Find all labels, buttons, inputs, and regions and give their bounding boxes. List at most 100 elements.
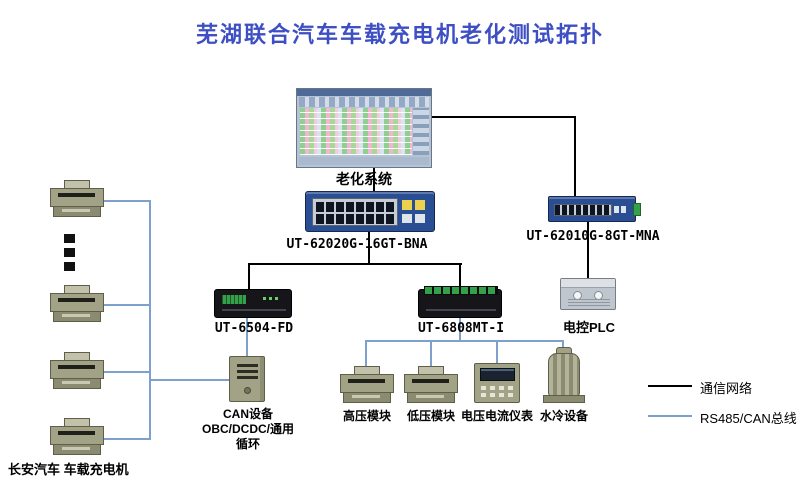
screenshot-toolbar — [299, 97, 429, 107]
meter-label: 电压电流仪表 — [460, 409, 533, 423]
ellipsis-dot — [64, 234, 75, 243]
switch-16gt-sfp-ports — [402, 214, 426, 223]
charger-body — [50, 360, 104, 379]
link-aging-switch8-v — [574, 116, 576, 197]
ellipsis-dot — [64, 262, 75, 271]
charger-slot — [58, 431, 95, 435]
screenshot-data-grid — [300, 108, 412, 155]
diagram-title: 芜湖联合汽车车载充电机老化测试拓扑 — [195, 22, 604, 47]
charger-body — [50, 426, 104, 445]
charger-device-2 — [50, 285, 104, 325]
link-branch-ut6808 — [459, 263, 461, 290]
charger-slot — [58, 193, 95, 197]
legend-comm-line-sample — [648, 385, 692, 387]
bus-charger-1-stub — [104, 200, 150, 202]
lv-module-device — [404, 366, 458, 406]
hv-module-label: 高压模块 — [342, 409, 391, 423]
charger-device-3 — [50, 352, 104, 392]
plc-device — [560, 278, 616, 310]
link-aging-switch16 — [373, 168, 375, 192]
aging-system-label: 老化系统 — [336, 171, 392, 187]
plc-label: 电控PLC — [562, 320, 615, 335]
chargers-label: 长安汽车 车载充电机 — [8, 462, 129, 477]
charger-tray — [62, 209, 90, 212]
bus-charger-2-stub — [104, 304, 150, 306]
switch-16gt-uplink-ports — [402, 200, 426, 210]
plc-vents — [568, 299, 610, 306]
cooling-device — [548, 353, 580, 396]
charger-device-1 — [50, 180, 104, 220]
bus-ut6808-branch-h — [365, 340, 564, 342]
screenshot-titlebar — [297, 89, 431, 96]
bus-chargers-trunk — [149, 200, 151, 440]
module-slot — [348, 379, 385, 383]
charger-body — [50, 188, 104, 207]
ut6808-stripe — [426, 309, 496, 311]
switch-8gt-device — [548, 196, 641, 222]
charger-slot — [58, 365, 95, 369]
charger-body — [50, 293, 104, 312]
can-device-label-line3: 循环 — [235, 437, 260, 451]
hv-module-device — [340, 366, 394, 406]
ellipsis-dot — [64, 248, 75, 257]
bus-charger-4-stub — [104, 438, 150, 440]
tower-power-button — [244, 387, 251, 394]
meter-keys — [481, 386, 514, 390]
bus-ut6504-can-device — [246, 318, 248, 357]
screenshot-side-panel — [413, 108, 429, 155]
link-switch16-branch-h — [248, 263, 462, 265]
can-device-label: CAN设备 OBC/DCDC/通用 循环 — [193, 407, 303, 452]
meter-screen — [480, 368, 515, 381]
ut6808-device — [418, 286, 502, 318]
tower-slot — [237, 370, 258, 373]
switch-16gt-device — [305, 191, 435, 232]
can-device-label-line1: CAN设备 — [223, 407, 273, 421]
module-tray — [352, 395, 380, 398]
bus-branch-cooling — [562, 340, 564, 349]
ut6808-terminal-strip — [424, 286, 498, 295]
bus-branch-meter — [496, 340, 498, 363]
tower-slot — [237, 376, 258, 379]
can-device-label-line2: OBC/DCDC/通用 — [202, 422, 294, 436]
module-tray — [416, 395, 444, 398]
link-branch-ut6504 — [248, 263, 250, 290]
cooling-label: 水冷设备 — [539, 409, 588, 423]
meter-device — [474, 363, 520, 403]
cooling-base — [543, 395, 585, 403]
switch-16gt-ports-row1 — [316, 202, 394, 212]
bus-branch-lv-module — [430, 340, 432, 367]
legend-bus-label: RS485/CAN总线 — [700, 411, 797, 426]
switch-16gt-ports-row2 — [316, 214, 394, 224]
switch-16gt-port-panel — [312, 198, 398, 226]
meter-keys — [481, 393, 514, 397]
switch-8gt-leds — [614, 206, 626, 213]
charger-slot — [58, 298, 95, 302]
switch-16gt-label: UT-62020G-16GT-BNA — [286, 237, 428, 252]
module-body — [340, 374, 394, 393]
plc-top-panel — [561, 279, 615, 288]
aging-system-screenshot — [296, 88, 432, 168]
legend-comm-label: 通信网络 — [700, 381, 753, 396]
bus-charger-3-stub — [104, 371, 150, 373]
switch-8gt-label: UT-62010G-8GT-MNA — [526, 229, 660, 244]
link-aging-switch8-h — [431, 116, 576, 118]
link-switch16-stem — [368, 232, 370, 265]
bus-ut6808-stem — [459, 318, 461, 342]
ut6504-device — [214, 289, 292, 318]
legend-bus-line-sample — [648, 415, 692, 417]
charger-tray — [62, 314, 90, 317]
charger-tray — [62, 447, 90, 450]
switch-8gt-power-terminal — [633, 203, 641, 216]
switch-8gt-ports — [554, 204, 612, 216]
bus-branch-hv-module — [365, 340, 367, 367]
bus-can-device-chargers — [150, 379, 230, 381]
ut6504-stripe — [222, 309, 286, 311]
ut6808-label: UT-6808MT-I — [417, 321, 505, 336]
screenshot-status-bar — [299, 157, 429, 165]
ut6504-leds — [263, 297, 281, 300]
lv-module-label: 低压模块 — [406, 409, 455, 423]
charger-device-4 — [50, 418, 104, 458]
module-slot — [412, 379, 449, 383]
tower-slot — [237, 364, 258, 367]
